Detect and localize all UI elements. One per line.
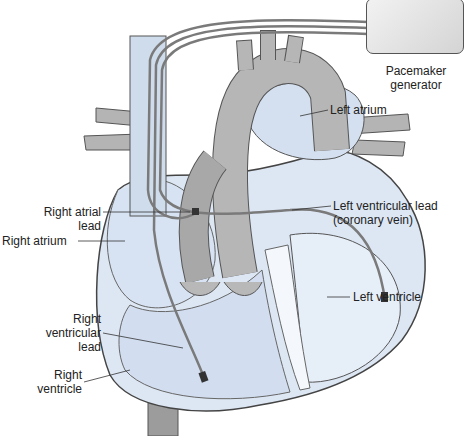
valve xyxy=(180,282,220,296)
part-label: Left ventricle xyxy=(353,290,463,304)
part-label: Right ventricular lead xyxy=(30,312,101,354)
pulmonary-vessel xyxy=(352,140,405,156)
right-ventricle xyxy=(119,270,290,399)
generator-case xyxy=(366,0,464,54)
left-ventricle xyxy=(290,233,400,382)
leader-line xyxy=(78,241,125,242)
pacemaker-generator: Pacemaker generator xyxy=(366,0,466,94)
part-label: Right atrial lead xyxy=(30,205,101,233)
leader-line xyxy=(103,212,190,213)
leader-line xyxy=(103,333,183,348)
leader-line xyxy=(327,297,350,298)
leader-line xyxy=(292,206,331,210)
leader-line xyxy=(300,110,328,116)
part-label: Left atrium xyxy=(330,103,450,117)
aortic-branch xyxy=(244,31,296,70)
aortic-branch-edge xyxy=(244,30,296,70)
pulmonary-trunk-edge xyxy=(194,160,215,280)
aorta-edge xyxy=(230,66,332,275)
node-heading: Pacemaker generator xyxy=(366,64,466,92)
part-label: Left ventricular lead (coronary vein) xyxy=(333,199,458,227)
part-label: Right ventricle xyxy=(26,368,82,396)
leader-line xyxy=(84,370,130,382)
lead-tip xyxy=(192,208,199,215)
left-ventricular-lead-wire xyxy=(160,32,385,300)
valve xyxy=(224,282,262,296)
lead-tip xyxy=(198,371,208,383)
part-label: Right atrium xyxy=(2,234,78,248)
leader-lines xyxy=(78,110,350,382)
pulmonary-trunk xyxy=(194,160,215,280)
aorta xyxy=(230,66,332,275)
right-atrial-lead-wire xyxy=(148,20,368,218)
